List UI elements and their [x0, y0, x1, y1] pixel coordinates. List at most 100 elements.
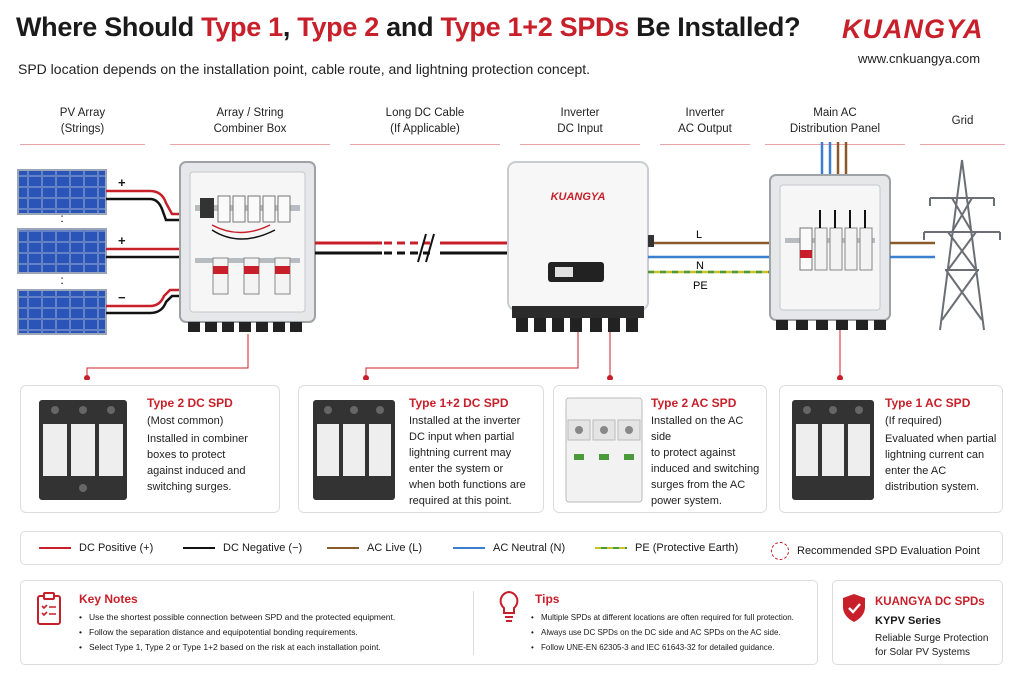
card-line: distribution system.: [885, 481, 980, 493]
legend-label: AC Neutral (N): [493, 542, 566, 554]
shield-check-icon: [843, 594, 865, 622]
card-subtitle: (Most common): [147, 415, 224, 427]
column-header-line: Combiner Box: [213, 123, 287, 135]
card-line: lightning current can: [885, 449, 985, 461]
card-line: enter the system or: [409, 463, 504, 475]
card-title: Type 2 DC SPD: [147, 396, 233, 410]
transmission-tower-icon: [923, 159, 1001, 331]
ellipsis-dots: :: [60, 211, 63, 225]
column-header-line: Distribution Panel: [789, 123, 881, 135]
list-item: Follow the separation distance and equip…: [77, 625, 395, 640]
system-diagram: : :: [17, 142, 1001, 380]
column-header-line: PV Array: [59, 107, 106, 119]
pv-panel: [17, 289, 107, 335]
spd-device-image: [39, 400, 127, 500]
legend-swatch: [39, 547, 71, 549]
card-line: against induced and: [147, 465, 246, 477]
legend-swatch: [453, 547, 485, 549]
pv-sign-positive: +: [118, 175, 126, 190]
spd-card-type2-ac: Type 2 AC SPD Installed on the AC side t…: [553, 385, 767, 513]
title-and: and: [378, 12, 441, 42]
column-header-main-ac: Main AC Distribution Panel: [765, 105, 905, 145]
pv-panel: [17, 169, 107, 215]
combiner-box: [179, 161, 316, 332]
brand-tagline: for Solar PV Systems: [875, 647, 971, 658]
card-title: Type 2 AC SPD: [651, 396, 737, 410]
spd-device-image: [792, 400, 874, 500]
legend-item-dc-negative: DC Negative (−): [183, 542, 302, 554]
card-line: power system.: [651, 495, 722, 507]
lightbulb-icon: [499, 590, 519, 622]
ac-label-neutral: N: [696, 260, 704, 272]
legend-item-dc-positive: DC Positive (+): [39, 542, 153, 554]
title-type2: Type 2: [297, 12, 379, 42]
column-header-inverter-dc: Inverter DC Input: [520, 105, 640, 145]
brand-series: KYPV Series: [875, 615, 942, 627]
card-line: boxes to protect: [147, 449, 226, 461]
card-line: to protect against: [651, 447, 736, 459]
card-title: Type 1 AC SPD: [885, 396, 971, 410]
page-title: Where Should Type 1, Type 2 and Type 1+2…: [16, 12, 801, 43]
column-header-line: Long DC Cable: [385, 107, 465, 119]
card-description: Installed at the inverter DC input when …: [409, 413, 526, 509]
ac-label-live: L: [696, 229, 702, 241]
column-header-line: Main AC: [813, 107, 857, 119]
legend: DC Positive (+) DC Negative (−) AC Live …: [20, 531, 1003, 565]
brand-box: KUANGYA DC SPDs KYPV Series Reliable Sur…: [832, 580, 1003, 665]
list-item: Follow UNE-EN 62305-3 and IEC 61643-32 f…: [529, 640, 794, 655]
list-item: Multiple SPDs at different locations are…: [529, 610, 794, 625]
pv-sign-positive: +: [118, 233, 126, 248]
inverter-logo: KUANGYA: [551, 191, 606, 203]
evaluation-point-marker: [837, 375, 843, 380]
ac-label-pe: PE: [693, 280, 708, 292]
title-end: Be Installed?: [628, 12, 801, 42]
column-header-grid: Grid: [920, 113, 1005, 145]
column-header-pv-array: PV Array (Strings): [20, 105, 145, 145]
legend-label: Recommended SPD Evaluation Point: [797, 545, 980, 557]
tips-list: Multiple SPDs at different locations are…: [529, 610, 794, 655]
brand-tagline: Reliable Surge Protection: [875, 633, 989, 644]
spd-device-image: [313, 400, 395, 500]
legend-label: DC Negative (−): [223, 542, 303, 554]
title-text: Where Should: [16, 12, 202, 42]
legend-item-pe: PE (Protective Earth): [595, 542, 738, 554]
list-item: Select Type 1, Type 2 or Type 1+2 based …: [77, 640, 395, 655]
card-line: Installed at the inverter: [409, 415, 521, 427]
card-line: induced and switching: [651, 463, 760, 475]
brand-title: KUANGYA DC SPDs: [875, 596, 985, 608]
page-subtitle: SPD location depends on the installation…: [18, 61, 591, 77]
pv-sign-negative: −: [118, 290, 126, 305]
column-header-line: Grid: [951, 115, 974, 127]
inverter: [507, 161, 654, 332]
column-header-line: Inverter: [560, 107, 600, 119]
ac-distribution-panel: [769, 142, 891, 330]
legend-label: AC Live (L): [367, 542, 423, 554]
card-line: enter the AC: [885, 465, 947, 477]
spd-card-type1-ac: Type 1 AC SPD (If required) Evaluated wh…: [779, 385, 1003, 513]
clipboard-icon: [37, 592, 61, 625]
card-line: switching surges.: [147, 481, 232, 493]
key-notes-title: Key Notes: [79, 592, 138, 606]
key-notes-panel: Key Notes Use the shortest possible conn…: [20, 580, 818, 665]
card-description: Installed on the AC side to protect agai…: [651, 413, 766, 509]
website-link[interactable]: www.cnkuangya.com: [858, 51, 981, 66]
spd-device-image: [565, 397, 643, 503]
legend-swatch: [327, 547, 359, 549]
tips-title: Tips: [535, 592, 560, 606]
legend-swatch: [183, 547, 215, 549]
evaluation-point-marker: [607, 375, 613, 380]
card-line: Installed on the AC side: [651, 415, 744, 443]
dashed-circle-icon: [771, 542, 789, 560]
card-description: Installed in combiner boxes to protect a…: [147, 431, 248, 495]
card-line: Evaluated when partial: [885, 433, 997, 445]
legend-item-ac-live: AC Live (L): [327, 542, 422, 554]
card-subtitle: (If required): [885, 415, 942, 427]
card-line: when both functions are: [409, 479, 526, 491]
column-header-line: Inverter: [685, 107, 725, 119]
column-header-line: AC Output: [678, 123, 732, 135]
legend-label: DC Positive (+): [79, 542, 154, 554]
title-sep: ,: [282, 12, 298, 42]
column-header-combiner: Array / String Combiner Box: [170, 105, 330, 145]
legend-item-ac-neutral: AC Neutral (N): [453, 542, 565, 554]
card-line: DC input when partial: [409, 431, 515, 443]
